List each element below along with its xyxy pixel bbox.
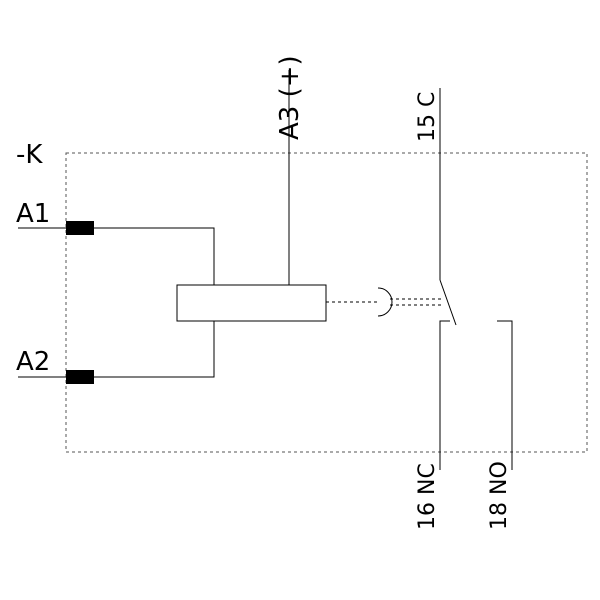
terminal-a3-label: A3 (+) <box>275 55 305 140</box>
terminal-15-label: 15 C <box>415 92 440 142</box>
terminal-a1-label: A1 <box>16 199 50 229</box>
device-label: -K <box>16 140 43 170</box>
contact-no-wire <box>497 320 513 470</box>
coil-wire-a1 <box>94 227 215 285</box>
terminal-a2-block <box>66 370 94 384</box>
terminal-16-label: 16 NC <box>415 463 440 530</box>
coil-wire-a2 <box>94 321 215 378</box>
terminal-a2-label: A2 <box>16 347 50 377</box>
contact-blade <box>439 279 457 326</box>
linkage-arc <box>377 287 393 317</box>
relay-coil <box>176 284 327 322</box>
contact-nc-wire <box>439 320 450 470</box>
terminal-a1-block <box>66 221 94 235</box>
terminal-a3: A3 (+) <box>275 55 305 140</box>
device-boundary <box>65 152 588 453</box>
terminal-18-label: 18 NO <box>487 461 512 530</box>
